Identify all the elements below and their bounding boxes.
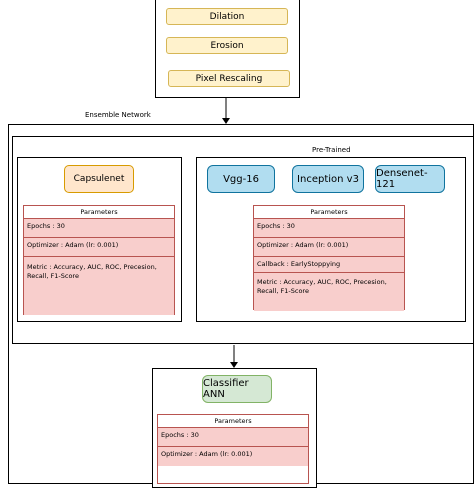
classifier-ann-node: Classifier ANN <box>202 375 272 403</box>
pretrained-params-table: Parameters Epochs : 30 Optimizer : Adam … <box>253 205 405 311</box>
capsulenet-label: Capsulenet <box>73 174 125 184</box>
vgg16-label: Vgg-16 <box>223 173 259 185</box>
classifier-ann-label: Classifier ANN <box>203 378 249 400</box>
inception-v3-node: Inception v3 <box>292 165 364 193</box>
capsulenet-params-table: Parameters Epochs : 30 Optimizer : Adam … <box>23 205 175 315</box>
arrow-to-ensemble-head <box>222 118 230 124</box>
pretrained-param-callback: Callback : EarlyStoppying <box>254 257 404 273</box>
classifier-params-table: Parameters Epochs : 30 Optimizer : Adam … <box>157 414 309 484</box>
step-pixel-rescaling: Pixel Rescaling <box>168 70 290 87</box>
ensemble-network-label: Ensemble Network <box>85 111 151 119</box>
pretrained-label: Pre-Trained <box>312 146 351 154</box>
pretrained-param-epochs: Epochs : 30 <box>254 219 404 238</box>
step-dilation: Dilation <box>166 8 288 25</box>
arrow-to-classifier-head <box>230 362 238 368</box>
pretrained-params-title: Parameters <box>254 206 404 219</box>
classifier-param-optimizer: Optimizer : Adam (lr: 0.001) <box>158 447 308 466</box>
densenet121-label: Densenet-121 <box>376 168 428 190</box>
pretrained-param-metric: Metric : Accuracy, AUC, ROC, Precesion, … <box>254 273 404 311</box>
step-pixel-rescaling-label: Pixel Rescaling <box>195 73 263 84</box>
capsulenet-node: Capsulenet <box>64 165 134 193</box>
densenet121-node: Densenet-121 <box>375 165 445 193</box>
capsulenet-param-metric: Metric : Accuracy, AUC, ROC, Precesion, … <box>24 257 174 315</box>
capsulenet-param-epochs: Epochs : 30 <box>24 219 174 238</box>
pretrained-param-optimizer: Optimizer : Adam (lr: 0.001) <box>254 238 404 257</box>
classifier-param-epochs: Epochs : 30 <box>158 428 308 447</box>
vgg16-node: Vgg-16 <box>207 165 275 193</box>
capsulenet-params-title: Parameters <box>24 206 174 219</box>
step-dilation-label: Dilation <box>209 11 245 22</box>
connector-arrows <box>222 98 238 368</box>
inception-v3-label: Inception v3 <box>297 173 359 185</box>
classifier-params-title: Parameters <box>158 415 308 428</box>
step-erosion: Erosion <box>166 37 288 54</box>
capsulenet-param-optimizer: Optimizer : Adam (lr: 0.001) <box>24 238 174 257</box>
step-erosion-label: Erosion <box>210 40 244 51</box>
